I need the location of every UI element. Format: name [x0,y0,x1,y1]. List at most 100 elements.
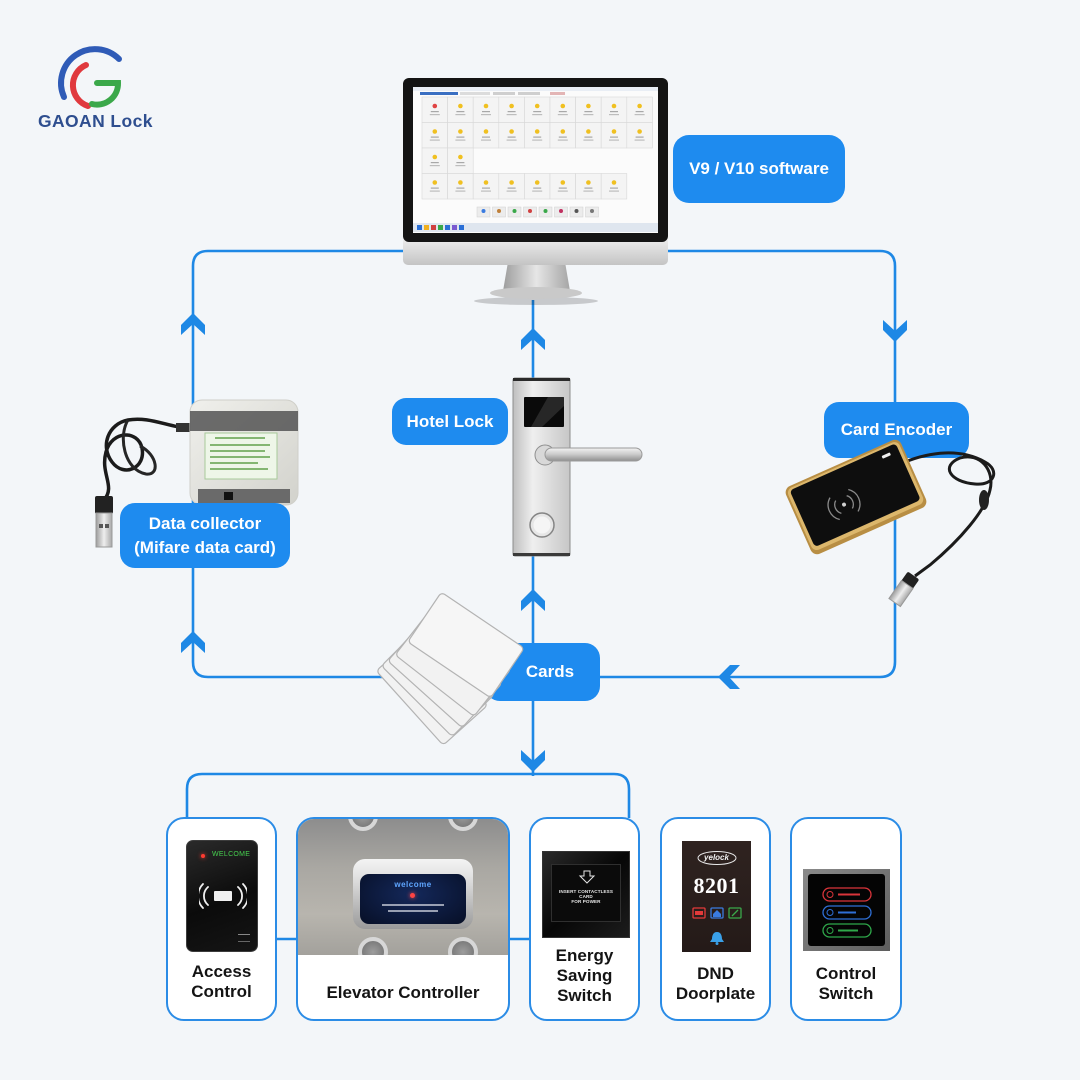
elevator-welcome-text: welcome [394,880,432,889]
control-switch-frame [803,869,890,951]
switch-button-green[interactable] [822,923,872,938]
nfc-wave [834,500,842,514]
room-status-icon [637,129,642,134]
tile-text-line [455,139,466,141]
contactless-wave [237,886,243,906]
switch-button-red[interactable] [822,887,872,902]
screen-taskbar [413,223,658,232]
tile-text-line [456,136,465,138]
arrow-down-icon [521,750,545,772]
switch-text [838,929,858,932]
card-encoder-label-text: Card Encoder [840,420,953,439]
tile-text-line [429,114,440,116]
tile-text-line [455,165,466,167]
lock-reader-reflection [531,397,564,427]
room-status-icon [458,154,463,160]
room-status-icon [432,103,438,109]
ferrite-bead [979,490,989,510]
tile-text-line [533,136,542,138]
usb-plug-metal [95,512,113,548]
device-name-line: Energy [555,946,614,965]
contactless-icon [199,883,247,909]
screen-toolbar-button [493,92,515,95]
panel-instruction: INSERT CONTACTLESS CARD [558,889,614,899]
hotel-lock-icon [512,377,643,557]
tile-text-line [584,111,593,113]
logo-green-g [89,80,121,108]
hotel-lock-label-text: Hotel Lock [406,411,494,431]
data-collector-label-line2: (Mifare data card) [134,537,276,557]
screen-tile [472,173,500,200]
sticker-text-line [210,450,265,452]
energy-switch-panel: INSERT CONTACTLESS CARD FOR POWER [542,851,630,938]
screen-tile [421,147,448,174]
room-status-icon [458,180,463,185]
usb-plug-hole [99,524,103,528]
room-status-icon [509,129,514,134]
reader-welcome-text: WELCOME [212,851,251,858]
tile-text-line [533,111,542,113]
clean-icon-broom [731,909,739,917]
card-encoder-icon [785,439,996,608]
sticker-text-line [215,437,265,439]
taskbar-app-icon [431,225,436,230]
tile-text-line [506,190,517,192]
room-status-icon [509,103,514,109]
arrow-up-icon [521,328,545,350]
device-name-line: Doorplate [675,984,756,1003]
usb-plug-hole [105,524,109,528]
switch-icon [826,891,834,898]
doorplate-panel: yelock 8201 [682,841,751,952]
lock-key-cylinder-inner [533,516,551,534]
nfc-wave [827,497,840,521]
status-led [201,854,205,858]
device-name-line: Access [191,962,252,981]
doorplate-status-icons [692,907,742,919]
tile-text-line [557,114,568,116]
device-name-line: Switch [818,984,874,1003]
screen-tile [549,96,576,123]
toolbar-icon [512,209,517,213]
monitor-shadow [474,297,598,305]
tile-text-line [429,190,440,192]
arrow-down-icon [883,320,907,342]
screen-toolbar-field [420,92,458,95]
screen-tile [524,173,551,200]
screen-text-line [382,904,444,906]
screen-tile [600,122,628,149]
screen-button-row [476,206,599,218]
service-icon [710,907,724,919]
device-name: DND Doorplate [662,964,769,1004]
tile-text-line [506,114,517,116]
switch-button-blue[interactable] [822,905,872,920]
software-label: V9 / V10 software [673,135,845,203]
toolbar-icon [543,209,548,213]
dnd-icon-fill [695,911,703,915]
screen-tile [575,96,602,123]
contactless-card [214,891,232,901]
arrow-left-icon [718,665,740,689]
tile-text-line [429,165,440,167]
card-stack-icon [377,593,524,745]
brand-oval [697,851,737,865]
screen-tile [626,96,653,123]
sticker-text-line [210,444,270,446]
panel-instruction: FOR POWER [571,899,601,904]
tile-text-line [481,114,491,116]
room-status-icon [611,129,617,134]
tile-text-line [507,187,516,189]
contactless-wave [242,883,247,909]
encoder-led [881,452,891,459]
card-slot: INSERT CONTACTLESS CARD FOR POWER [551,864,621,922]
tile-text-line [482,111,490,113]
room-status-icon [586,129,591,134]
arrow-up-icon [521,589,545,611]
tile-text-line [634,114,645,116]
brand-oval-icon [697,851,737,865]
room-status-icon [560,103,566,109]
device-card-dnd-doorplate: yelock 8201 DND Doorplate [660,817,771,1021]
device-name-line: DND [697,964,734,983]
room-status-icon [483,129,489,134]
screen-tile [421,96,448,123]
room-status-icon [534,180,540,185]
